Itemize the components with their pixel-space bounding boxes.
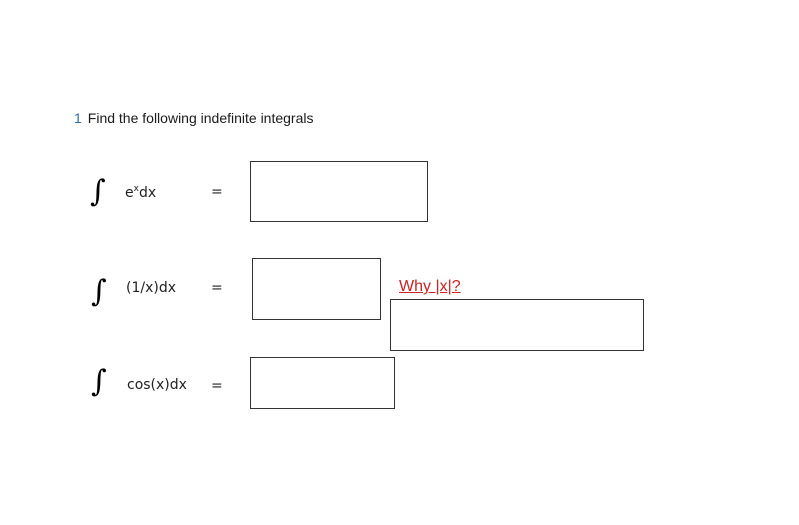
equals-sign-3: = <box>211 378 223 394</box>
answer-box-2[interactable] <box>252 258 381 320</box>
question-number: 1 <box>74 110 82 126</box>
integrand-1: exdx <box>125 184 156 201</box>
answer-box-1[interactable] <box>250 161 428 222</box>
integrand-2: (1/x)dx <box>126 280 177 296</box>
integral-sign-3: ∫ <box>91 364 107 399</box>
question-header: 1 Find the following indefinite integrals <box>74 110 314 126</box>
integral-sign-2: ∫ <box>91 274 107 309</box>
integrand-1-base: e <box>125 185 134 201</box>
explanation-box[interactable] <box>390 299 644 351</box>
question-text: Find the following indefinite integrals <box>87 110 314 126</box>
answer-box-3[interactable] <box>250 357 395 409</box>
why-abs-x-prompt: Why |x|? <box>399 278 461 295</box>
equals-sign-1: = <box>211 184 223 200</box>
integrand-1-suffix: dx <box>138 185 157 201</box>
integral-sign-1: ∫ <box>90 174 106 209</box>
equals-sign-2: = <box>211 280 223 296</box>
integrand-1-exponent: x <box>133 184 139 194</box>
integrand-3: cos(x)dx <box>127 377 187 393</box>
